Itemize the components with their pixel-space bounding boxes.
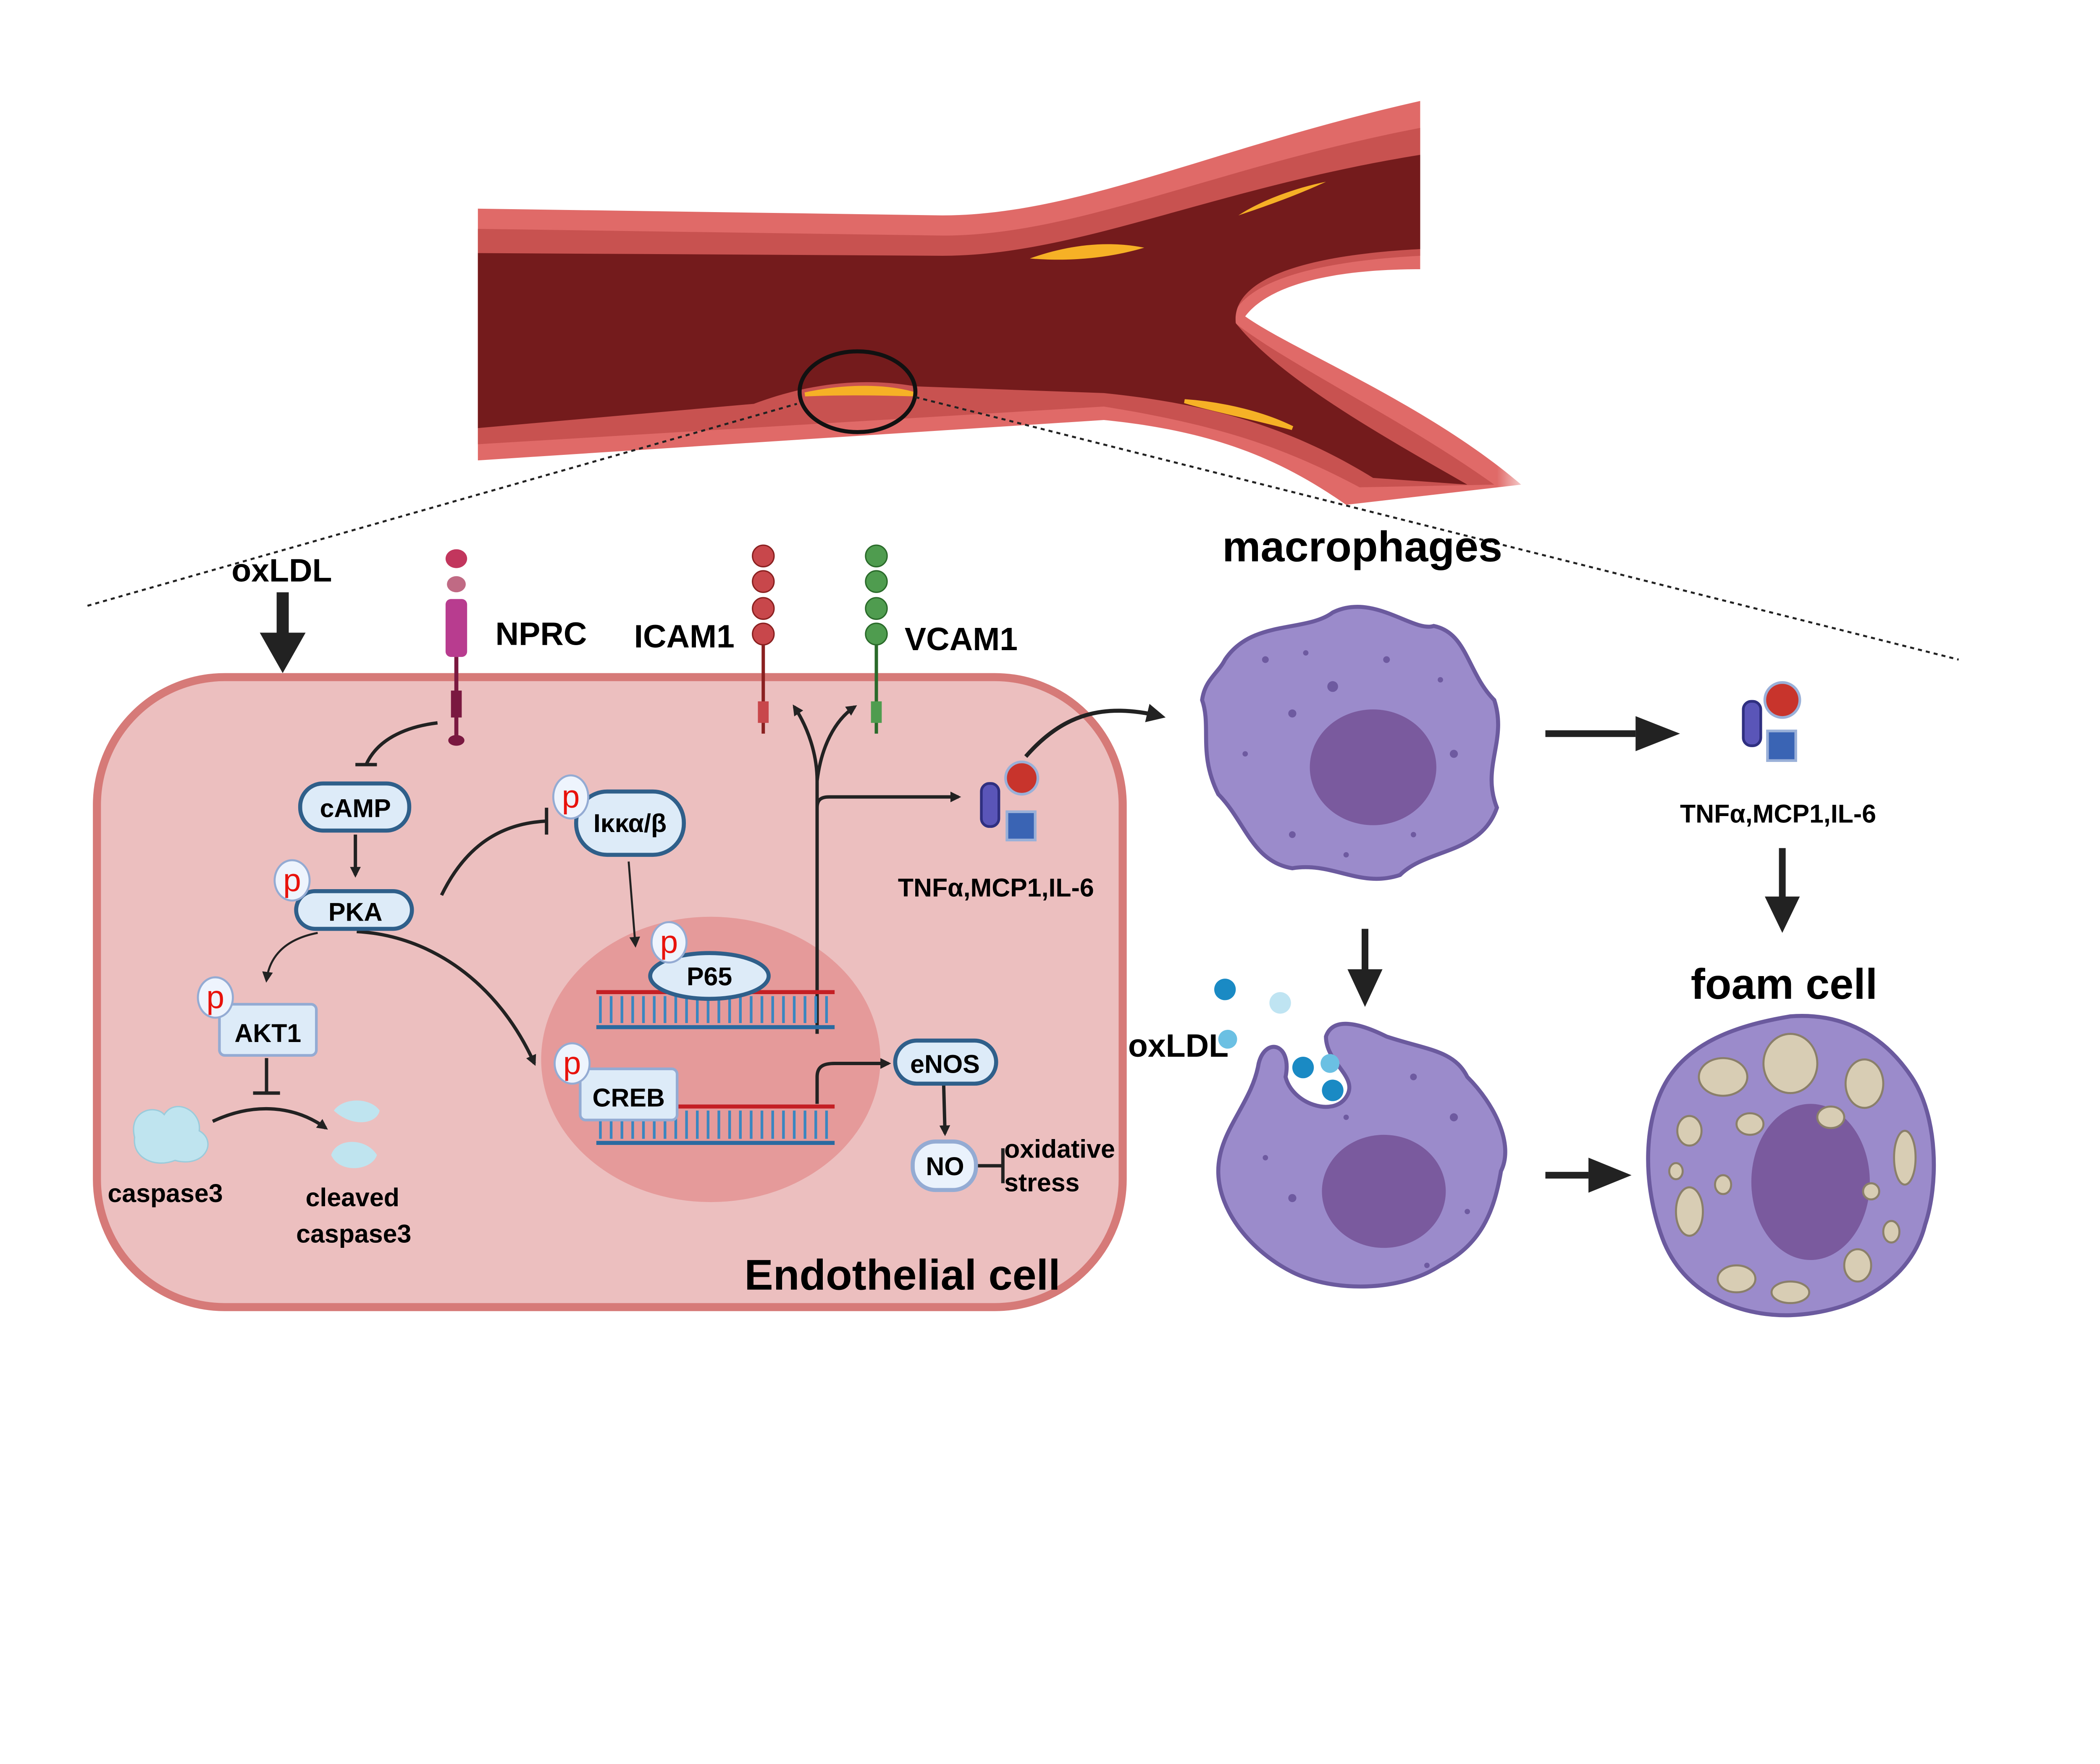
arrow-down-icon: [260, 633, 306, 673]
arrow-right-icon: [1588, 1158, 1632, 1193]
nprc-receptor: [445, 549, 467, 746]
phospho-badge: [554, 1042, 591, 1085]
macrophage-engulfing: [1216, 1021, 1507, 1289]
enos-node: eNOS: [893, 1038, 998, 1086]
arrow-right-icon: [1635, 716, 1680, 751]
vcam1-label: VCAM1: [905, 621, 1018, 657]
phospho-badge: [273, 859, 311, 902]
phospho-label: p: [283, 862, 301, 898]
nprc-label: NPRC: [495, 616, 587, 652]
pathway-diagram: Endothelial cell oxLDL NPRC ICAM1 VCAM1: [87, 81, 1959, 1318]
enos-label: eNOS: [910, 1050, 980, 1078]
phospho-label: p: [562, 779, 580, 815]
oxldl-label: oxLDL: [1128, 1028, 1228, 1064]
cytokines-icon: [1742, 681, 1801, 762]
foam-cell: [1646, 1014, 1936, 1318]
creb-node: CREB p: [554, 1042, 679, 1121]
pka-node: PKA p: [273, 859, 414, 931]
blood-vessel: [478, 81, 1535, 525]
caspase3-icon: [133, 1106, 209, 1164]
phospho-label: p: [563, 1045, 581, 1082]
pka-label: PKA: [328, 898, 383, 926]
p65-label: P65: [687, 962, 732, 991]
vcam1-receptor: [865, 544, 888, 734]
arrow-down-icon: [1347, 969, 1383, 1007]
creb-label: CREB: [593, 1084, 665, 1112]
macrophage: [1200, 605, 1500, 881]
phospho-label: p: [206, 979, 224, 1016]
cleaved-caspase3-label: caspase3: [296, 1219, 411, 1248]
ikk-label: Iκκα/β: [593, 809, 667, 837]
phospho-label: p: [660, 924, 678, 960]
pathway-arrows: [212, 704, 1166, 1184]
akt1-node: AKT1 p: [197, 976, 318, 1057]
oxldl-particles: [1214, 979, 1344, 1101]
zoom-line-left: [87, 403, 798, 607]
zoom-line-right: [915, 396, 1959, 661]
oxldl-label: oxLDL: [231, 553, 332, 589]
plaque: [1238, 181, 1326, 215]
foam-cell-label: foam cell: [1691, 960, 1878, 1008]
phospho-badge: [197, 976, 234, 1019]
cytokines-label: TNFα,MCP1,IL-6: [898, 874, 1094, 902]
cleaved-caspase3-icon: [331, 1142, 377, 1168]
camp-label: cAMP: [320, 794, 391, 823]
caspase3-label: caspase3: [108, 1179, 223, 1208]
phospho-badge: [552, 774, 590, 820]
cleaved-caspase3-label: cleaved: [306, 1183, 399, 1212]
icam1-label: ICAM1: [634, 619, 735, 655]
icam1-receptor: [752, 544, 775, 734]
plaque: [1029, 244, 1144, 260]
cleaved-caspase3-icon: [333, 1100, 380, 1122]
endothelial-cell-label: Endothelial cell: [744, 1251, 1060, 1299]
zoom-circle: [798, 349, 918, 434]
no-node: NO: [911, 1139, 978, 1192]
phospho-badge: [650, 921, 688, 964]
cytokines-label: TNFα,MCP1,IL-6: [1680, 799, 1876, 828]
camp-node: cAMP: [298, 781, 412, 833]
akt1-label: AKT1: [234, 1019, 301, 1047]
figure: Endothelial cell oxLDL NPRC ICAM1 VCAM1: [87, 81, 1959, 1318]
macrophages-label: macrophages: [1222, 522, 1502, 571]
oxidative-stress-label: stress: [1004, 1168, 1079, 1197]
p65-node: P65 p: [648, 921, 771, 1001]
ikk-node: Iκκα/β p: [552, 774, 686, 857]
arrow-down-icon: [1764, 896, 1800, 933]
no-label: NO: [926, 1152, 964, 1181]
plaque: [1184, 399, 1294, 430]
oxidative-stress-label: oxidative: [1004, 1134, 1115, 1163]
cytokines-icon: [980, 760, 1040, 842]
